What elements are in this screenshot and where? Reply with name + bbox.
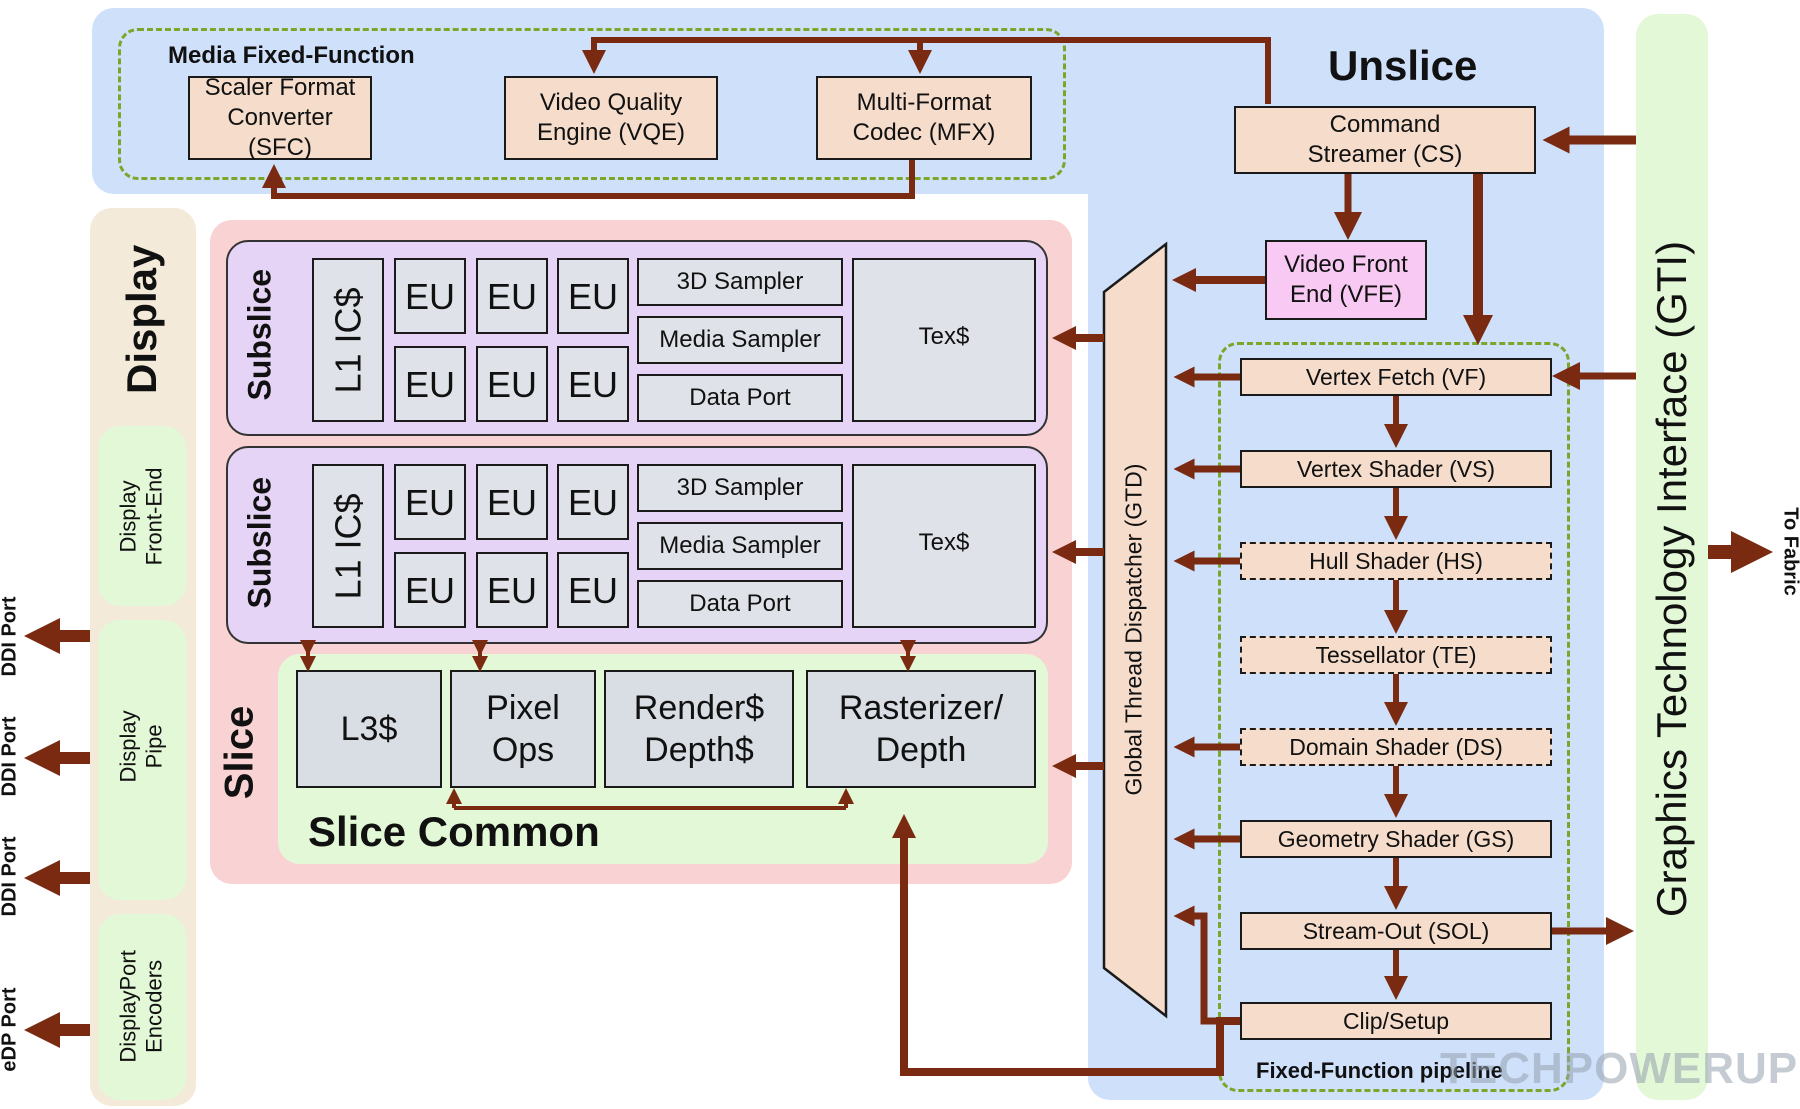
display-pipe-text: Display Pipe xyxy=(115,710,167,783)
display-front-end-label: Display Front-End xyxy=(116,456,169,576)
pipeline-stage-ds: Domain Shader (DS) xyxy=(1240,728,1552,766)
command-streamer-block: Command Streamer (CS) xyxy=(1234,106,1536,174)
display-encoders-region xyxy=(98,914,186,1100)
display-front-end-region xyxy=(98,426,186,606)
subslice-2-l1-cache: L1 IC$ xyxy=(312,464,384,628)
subslice-1-eu-6: EU xyxy=(557,346,629,422)
watermark: TECHPOWERUP xyxy=(1440,1044,1799,1093)
subslice-1-eu-2: EU xyxy=(476,258,548,334)
port-label-ddi-2: DDI Port xyxy=(0,716,21,797)
l3-cache-block: L3$ xyxy=(296,670,442,788)
render-depth-cache-block: Render$ Depth$ xyxy=(604,670,794,788)
subslice-1-eu-5: EU xyxy=(476,346,548,422)
port-label-ddi-3: DDI Port xyxy=(0,836,21,917)
subslice-2-title: Subslice xyxy=(241,476,278,609)
port-label-edp: eDP Port xyxy=(0,987,21,1072)
to-fabric-label: To Fabric xyxy=(1779,507,1800,596)
pipeline-stage-vs: Vertex Shader (VS) xyxy=(1240,450,1552,488)
vfe-block: Video Front End (VFE) xyxy=(1265,240,1427,320)
display-pipe-region xyxy=(98,620,186,900)
slice-title: Slice xyxy=(217,705,262,800)
display-pipe-label: Display Pipe xyxy=(116,686,169,806)
pixel-ops-block: Pixel Ops xyxy=(450,670,596,788)
pipeline-stage-sol: Stream-Out (SOL) xyxy=(1240,912,1552,950)
subslice-2-eu-1: EU xyxy=(394,464,466,540)
subslice-2-eu-5: EU xyxy=(476,552,548,628)
display-title: Display xyxy=(118,244,165,394)
subslice-2-3d-sampler: 3D Sampler xyxy=(637,464,843,512)
fixed-function-pipeline-group xyxy=(1218,342,1570,1092)
gti-title: Graphics Technology Interface (GTI) xyxy=(1648,240,1695,918)
subslice-1-eu-1: EU xyxy=(394,258,466,334)
subslice-2-l1-label: L1 IC$ xyxy=(327,492,369,600)
pipeline-stage-te: Tessellator (TE) xyxy=(1240,636,1552,674)
subslice-1-l1-label: L1 IC$ xyxy=(327,286,369,394)
mfx-block: Multi-Format Codec (MFX) xyxy=(816,76,1032,160)
pipeline-stage-hs: Hull Shader (HS) xyxy=(1240,542,1552,580)
subslice-2-media-sampler: Media Sampler xyxy=(637,522,843,570)
pipeline-stage-gs: Geometry Shader (GS) xyxy=(1240,820,1552,858)
display-encoders-label: DisplayPort Encoders xyxy=(116,926,169,1086)
subslice-1-eu-3: EU xyxy=(557,258,629,334)
slice-common-title: Slice Common xyxy=(308,808,600,855)
subslice-1-data-port: Data Port xyxy=(637,374,843,422)
subslice-1-eu-4: EU xyxy=(394,346,466,422)
subslice-2-tex-cache: Tex$ xyxy=(852,464,1036,628)
vqe-block: Video Quality Engine (VQE) xyxy=(504,76,718,160)
gti-region xyxy=(1636,14,1708,1100)
subslice-1-media-sampler: Media Sampler xyxy=(637,316,843,364)
pipeline-stage-clip: Clip/Setup xyxy=(1240,1002,1552,1040)
subslice-2-data-port: Data Port xyxy=(637,580,843,628)
subslice-2-eu-3: EU xyxy=(557,464,629,540)
display-front-end-text: Display Front-End xyxy=(115,467,167,566)
unslice-title: Unslice xyxy=(1328,42,1478,89)
media-title: Media Fixed-Function xyxy=(168,42,415,69)
pipeline-stage-vf: Vertex Fetch (VF) xyxy=(1240,358,1552,396)
subslice-2-eu-2: EU xyxy=(476,464,548,540)
subslice-1-3d-sampler: 3D Sampler xyxy=(637,258,843,306)
subslice-1-title: Subslice xyxy=(241,268,278,401)
subslice-1-l1-cache: L1 IC$ xyxy=(312,258,384,422)
pipeline-title: Fixed-Function pipeline xyxy=(1256,1058,1503,1083)
sfc-block: Scaler Format Converter (SFC) xyxy=(188,74,372,161)
port-label-ddi-1: DDI Port xyxy=(0,596,21,677)
subslice-2-eu-6: EU xyxy=(557,552,629,628)
subslice-2-eu-4: EU xyxy=(394,552,466,628)
display-encoders-text: DisplayPort Encoders xyxy=(115,950,167,1063)
gtd-label: Global Thread Dispatcher (GTD) xyxy=(1120,463,1147,796)
rasterizer-depth-block: Rasterizer/ Depth xyxy=(806,670,1036,788)
subslice-1-tex-cache: Tex$ xyxy=(852,258,1036,422)
